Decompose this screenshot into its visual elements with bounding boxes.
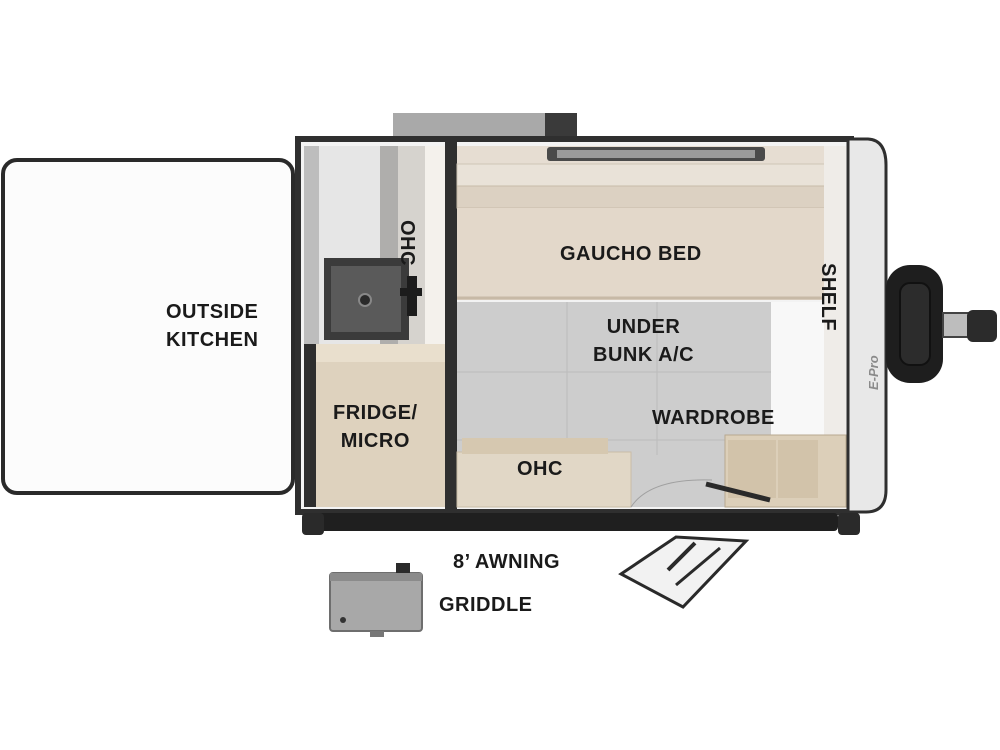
entry-door-swing	[630, 479, 713, 508]
outside-kitchen-hatch	[1, 158, 295, 495]
entry-steps	[618, 535, 750, 609]
label-under-bunk-ac: UNDER BUNK A/C	[593, 316, 695, 366]
front-shelf	[771, 302, 824, 442]
label-fridge-micro: FRIDGE/ MICRO	[333, 402, 418, 452]
front-nose-cap	[846, 137, 888, 514]
brand-logo: E-Pro	[866, 355, 881, 390]
awning-roll	[318, 513, 838, 531]
label-griddle: GRIDDLE	[439, 594, 533, 616]
label-ohc-kitchen: OHC	[396, 220, 418, 266]
label-outside-kitchen: OUTSIDE KITCHEN	[166, 301, 259, 351]
label-wardrobe: WARDROBE	[652, 407, 775, 429]
label-ohc-bottom: OHC	[517, 458, 563, 480]
label-awning: 8’ AWNING	[453, 551, 561, 573]
label-gaucho-bed: GAUCHO BED	[560, 243, 702, 265]
fridge-micro-cabinet	[313, 344, 445, 507]
ohc-cabinet-bottom	[456, 451, 632, 508]
label-shelf: SHELF	[817, 263, 839, 332]
